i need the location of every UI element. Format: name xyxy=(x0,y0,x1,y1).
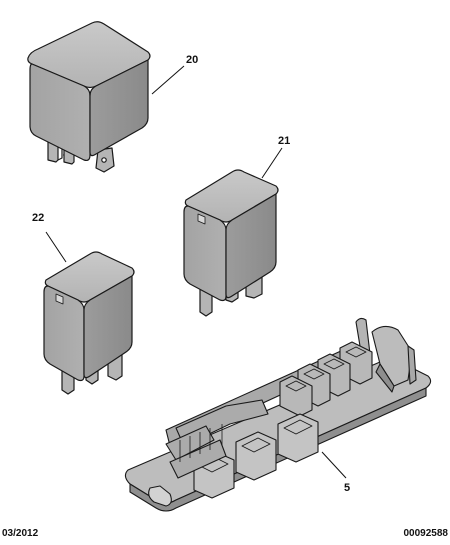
leader-line xyxy=(321,451,347,479)
leader-line xyxy=(151,65,185,95)
footer-date: 03/2012 xyxy=(2,528,39,539)
leader-line xyxy=(45,231,67,263)
callout-20: 20 xyxy=(186,54,198,66)
callout-21: 21 xyxy=(278,135,290,147)
relay-22 xyxy=(43,251,135,395)
relay-holder-5 xyxy=(124,317,432,512)
callout-22: 22 xyxy=(32,212,44,224)
callout-5: 5 xyxy=(344,482,350,494)
leader-line xyxy=(261,147,283,179)
relay-21 xyxy=(183,169,279,317)
relay-20 xyxy=(27,21,151,173)
footer-reference: 00092588 xyxy=(403,528,449,539)
